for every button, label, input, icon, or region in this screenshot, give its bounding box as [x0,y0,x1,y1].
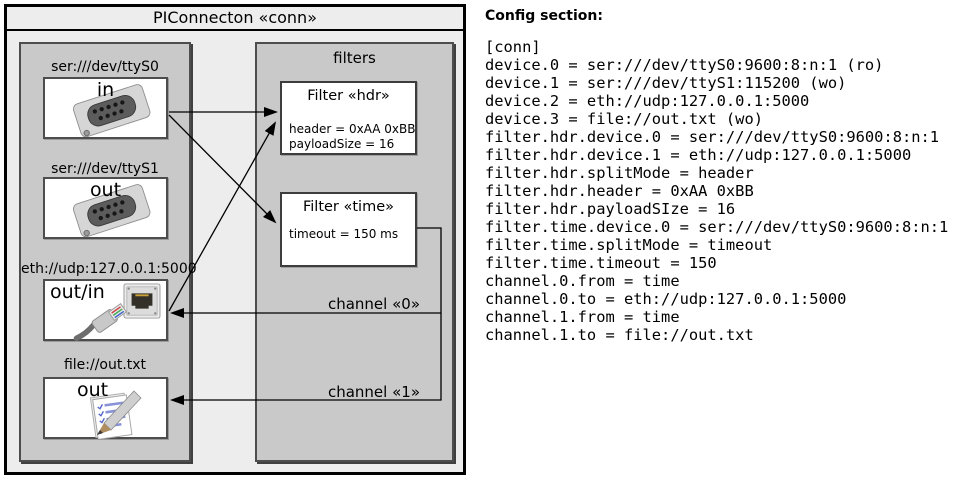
serial-connector-icon [72,184,151,237]
device-label-ttys0: ser:///dev/ttyS0 [51,59,159,75]
filter-hdr-title: Filter «hdr» [307,88,390,104]
filter-time-attributes: timeout = 150 ms [289,227,398,242]
filter-attribute: timeout = 150 ms [289,227,399,241]
ethernet-cable-icon [73,303,128,341]
ethernet-port-icon [123,283,161,319]
device-box-file: out [43,377,168,439]
device-direction: in [96,79,115,101]
device-label-file: file://out.txt [63,357,147,373]
filter-hdr-attributes: header = 0xAA 0xBB payloadSize = 16 [289,122,415,152]
serial-connector-icon [72,84,151,137]
devices-panel: ser:///dev/ttyS0 in [19,42,197,462]
device-direction: out/in [50,281,105,303]
filter-attribute: header = 0xAA 0xBB [289,122,416,136]
device-label-eth: eth://udp:127.0.0.1:5000 [21,261,197,277]
text-file-icon [89,390,142,439]
device-box-eth: out/in [43,279,168,341]
config-section-heading: Config section: [485,8,603,24]
filters-panel-title: filters [333,49,376,67]
device-box-ttys0: in [43,77,168,139]
device-label-ttys1: ser:///dev/ttyS1 [51,161,159,177]
device-direction: out [89,179,122,201]
filter-attribute: payloadSize = 16 [289,137,395,151]
filter-time-title: Filter «time» [302,199,395,215]
filters-panel: filters Filter «hdr» header = 0xAA 0xBB … [255,42,454,462]
device-direction: out [77,379,109,401]
filter-hdr-box: Filter «hdr» header = 0xAA 0xBB payloadS… [280,81,417,155]
config-section-body: [conn] device.0 = ser:///dev/ttyS0:9600:… [485,38,949,344]
channel-0-label: channel «0» [327,295,420,313]
filter-time-box: Filter «time» timeout = 150 ms [280,192,417,267]
diagram-title: PIConnecton «conn» [7,7,463,31]
channel-1-label: channel «1» [327,383,420,401]
piconnecton-container: PIConnecton «conn» ser:///dev/ttyS0 in [4,4,466,475]
device-box-ttys1: out [43,177,168,239]
